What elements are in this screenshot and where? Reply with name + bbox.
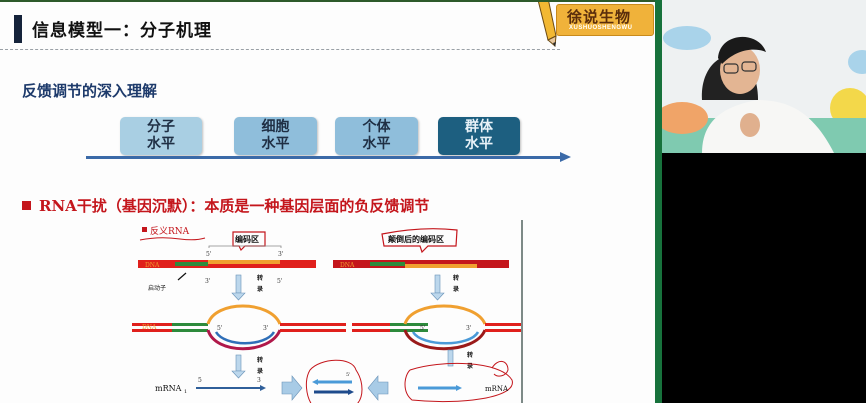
inverted-coding-region-annotation: 颠倒后的编码区 [381, 228, 458, 254]
levels-axis [86, 156, 562, 159]
mrna1: mRNA 1 5 3 [155, 377, 266, 395]
block-arrow-left-icon [367, 375, 389, 401]
svg-text:5': 5' [420, 325, 426, 332]
transcription-arrow: 转 录 [231, 274, 263, 301]
svg-text:3': 3' [205, 278, 211, 285]
transcription-arrow-2: 转 录 [231, 354, 263, 379]
dna-strand-right: DNA [305, 260, 509, 269]
svg-text:颠倒后的编码区: 颠倒后的编码区 [387, 234, 444, 244]
svg-text:转: 转 [257, 274, 263, 282]
svg-text:转: 转 [257, 356, 263, 364]
video-black-area [662, 153, 866, 403]
svg-text:mRNA: mRNA [485, 385, 509, 393]
svg-text:5': 5' [277, 278, 283, 285]
slide-title: 信息模型一：分子机理 [32, 21, 212, 41]
svg-text:3': 3' [263, 325, 269, 332]
transcription-arrow-right-2: 转 录 [447, 349, 473, 370]
presenter-video-frame [662, 0, 866, 153]
svg-text:DNA: DNA [145, 262, 160, 269]
svg-text:启动子: 启动子 [148, 284, 166, 292]
svg-text:编码区: 编码区 [235, 234, 259, 244]
square-bullet-icon [22, 201, 31, 210]
level-individual: 个体水平 [335, 117, 418, 155]
pencil-icon [537, 2, 557, 48]
svg-text:3': 3' [278, 251, 284, 258]
svg-text:DNA: DNA [142, 324, 157, 331]
svg-text:录: 录 [467, 362, 473, 370]
level-population: 群体水平 [438, 117, 520, 155]
svg-text:转: 转 [453, 274, 459, 282]
rna-interference-diagram: 反义RNA 编码区 5' 3' DNA 启动子 3' 5' 转 录 [132, 226, 521, 403]
title-accent-bar [14, 15, 22, 43]
title-divider [0, 49, 560, 50]
svg-text:3': 3' [466, 325, 472, 332]
svg-text:反义RNA: 反义RNA [150, 226, 190, 237]
svg-text:录: 录 [257, 367, 263, 375]
svg-text:转: 转 [467, 351, 473, 359]
section-subtitle: 反馈调节的深入理解 [22, 82, 158, 100]
dna-strand-left: DNA 启动子 3' 5' [138, 260, 314, 292]
logo-title: 徐说生物 [567, 8, 632, 26]
transcription-arrow-right: 转 录 [430, 274, 459, 301]
block-arrow-right-icon [281, 375, 303, 401]
arrow-right-icon [560, 152, 571, 162]
svg-text:1: 1 [184, 389, 187, 395]
level-molecular: 分子水平 [120, 117, 202, 155]
rnai-heading: RNA干扰（基因沉默）：本质是一种基因层面的负反馈调节 [22, 195, 429, 216]
brand-logo: 徐说生物 XUSHUOSHENGWU [556, 4, 654, 36]
presenter-webcam [662, 0, 866, 153]
svg-text:5': 5' [217, 325, 223, 332]
transcription-bubble-left: DNA 5' 3' [132, 304, 316, 351]
level-cellular: 细胞水平 [234, 117, 317, 155]
svg-text:5': 5' [346, 372, 351, 378]
transcription-bubble-right: 5' 3' [308, 304, 521, 351]
double-stranded-rna: 5' [305, 359, 363, 403]
lecture-slide: 信息模型一：分子机理 徐说生物 XUSHUOSHENGWU 反馈调节的深入理解 … [0, 0, 655, 403]
svg-text:录: 录 [453, 285, 459, 293]
mrna2: mRNA [404, 361, 513, 403]
svg-text:5': 5' [206, 251, 212, 258]
svg-text:DNA: DNA [340, 262, 355, 269]
svg-text:3: 3 [257, 377, 261, 384]
diagram-border [521, 220, 523, 403]
svg-text:mRNA: mRNA [155, 384, 182, 393]
svg-text:录: 录 [257, 285, 263, 293]
panel-divider [655, 0, 662, 403]
antisense-annotation: 反义RNA [139, 226, 206, 241]
coding-region-annotation: 编码区 5' 3' [206, 231, 284, 258]
logo-subtitle: XUSHUOSHENGWU [569, 25, 633, 31]
svg-text:5: 5 [198, 377, 202, 384]
